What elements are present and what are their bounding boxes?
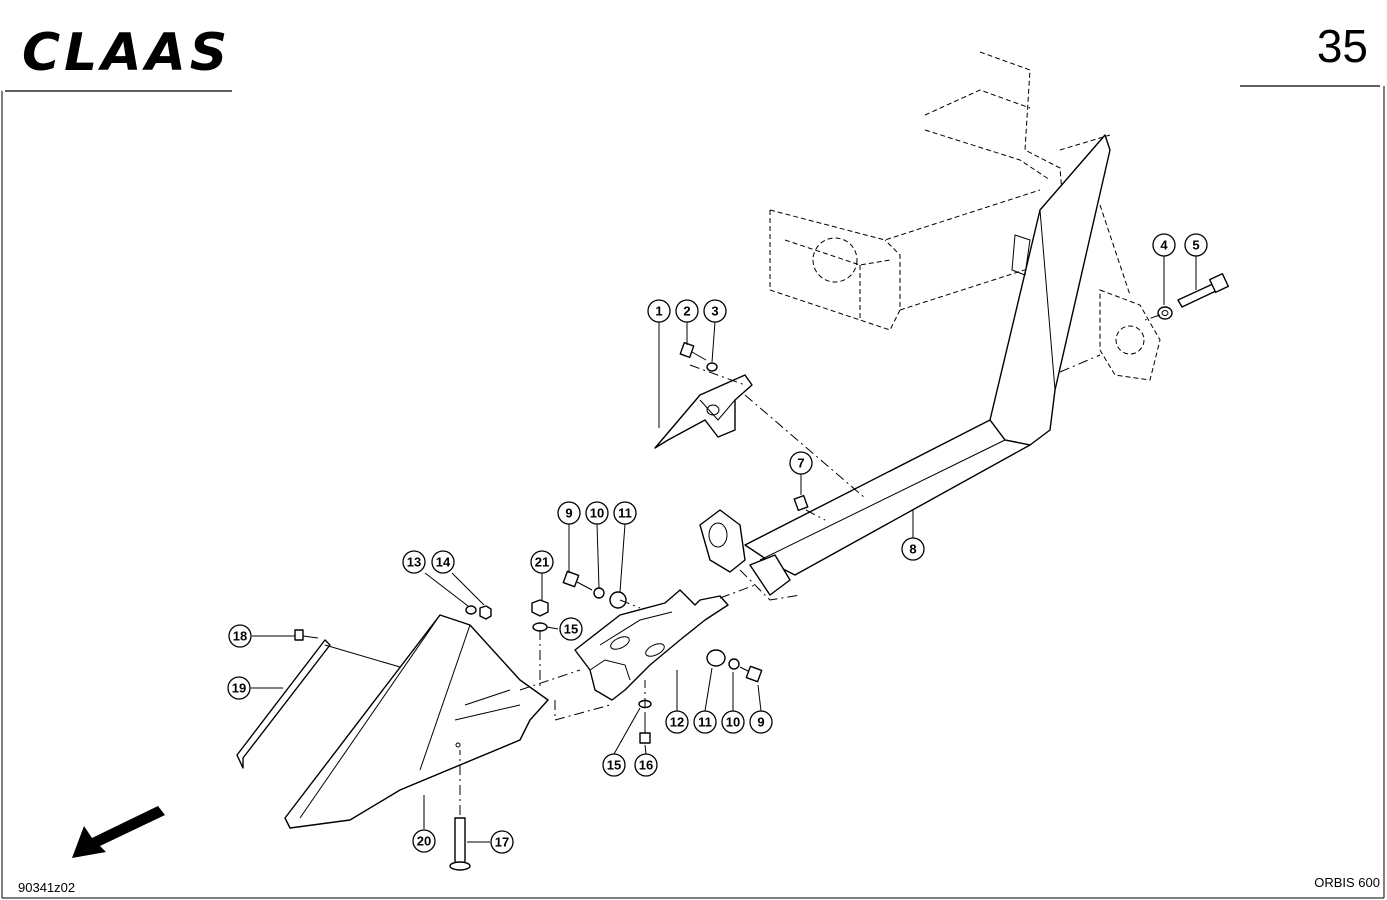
washer-10-left bbox=[593, 587, 605, 599]
callout-4: 4 bbox=[1152, 233, 1176, 257]
frame-structure-dashed bbox=[769, 51, 1161, 381]
svg-text:3: 3 bbox=[711, 304, 718, 319]
callout-19: 19 bbox=[227, 676, 251, 700]
callout-14: 14 bbox=[431, 550, 455, 574]
svg-text:5: 5 bbox=[1192, 238, 1199, 253]
svg-text:8: 8 bbox=[909, 542, 916, 557]
svg-text:11: 11 bbox=[618, 506, 632, 521]
callout-15-lower: 15 bbox=[602, 753, 626, 777]
callout-9-upper: 9 bbox=[557, 501, 581, 525]
lower-bracket-part bbox=[574, 589, 729, 701]
washer-13 bbox=[465, 605, 477, 615]
svg-text:18: 18 bbox=[233, 629, 247, 644]
arrow-down-left-icon bbox=[72, 806, 165, 858]
pin-7 bbox=[793, 494, 809, 512]
leader-lines bbox=[251, 256, 1197, 843]
svg-text:14: 14 bbox=[436, 555, 451, 570]
main-arm-part bbox=[699, 134, 1111, 596]
callout-10-lower: 10 bbox=[721, 710, 745, 734]
upper-bracket-part bbox=[654, 374, 753, 449]
bolt-2 bbox=[679, 341, 707, 361]
svg-text:9: 9 bbox=[565, 506, 572, 521]
svg-text:17: 17 bbox=[495, 835, 509, 850]
svg-text:7: 7 bbox=[797, 456, 804, 471]
washer-10-right bbox=[728, 658, 740, 670]
svg-text:4: 4 bbox=[1160, 238, 1168, 253]
callout-21: 21 bbox=[530, 550, 554, 574]
svg-text:13: 13 bbox=[407, 555, 421, 570]
bushing-11-left bbox=[609, 591, 627, 609]
bushing-11-right bbox=[706, 649, 726, 667]
svg-text:20: 20 bbox=[417, 834, 431, 849]
page-number: 35 bbox=[1317, 20, 1368, 72]
svg-text:19: 19 bbox=[232, 681, 246, 696]
callout-13: 13 bbox=[402, 550, 426, 574]
cone-divider-part bbox=[284, 614, 549, 829]
callout-20: 20 bbox=[412, 829, 436, 853]
callout-8: 8 bbox=[901, 537, 925, 561]
callout-7: 7 bbox=[789, 451, 813, 475]
callout-10-upper: 10 bbox=[585, 501, 609, 525]
callout-11-lower: 11 bbox=[693, 710, 717, 734]
drawing-code: 90341z02 bbox=[18, 880, 75, 895]
svg-text:1: 1 bbox=[655, 304, 662, 319]
svg-text:21: 21 bbox=[535, 555, 549, 570]
callout-12: 12 bbox=[665, 710, 689, 734]
callout-18: 18 bbox=[228, 624, 252, 648]
callout-5: 5 bbox=[1184, 233, 1208, 257]
callout-3: 3 bbox=[703, 299, 727, 323]
bolt-16 bbox=[639, 712, 651, 744]
model-name: ORBIS 600 bbox=[1314, 875, 1380, 890]
svg-text:2: 2 bbox=[683, 304, 690, 319]
washer-4 bbox=[1157, 306, 1173, 320]
callout-11-upper: 11 bbox=[613, 501, 637, 525]
svg-text:16: 16 bbox=[639, 758, 653, 773]
svg-text:12: 12 bbox=[670, 715, 684, 730]
bolt-17 bbox=[449, 817, 471, 871]
strip-19 bbox=[236, 639, 331, 769]
svg-text:10: 10 bbox=[590, 506, 604, 521]
callout-16: 16 bbox=[634, 753, 658, 777]
callout-1: 1 bbox=[647, 299, 671, 323]
washer-3 bbox=[706, 362, 718, 372]
bolt-5 bbox=[1177, 272, 1230, 308]
bolt-18 bbox=[294, 629, 319, 641]
svg-text:10: 10 bbox=[726, 715, 740, 730]
nut-21 bbox=[531, 599, 549, 617]
bolt-9-right bbox=[739, 665, 763, 683]
nut-14 bbox=[479, 605, 492, 620]
svg-text:15: 15 bbox=[564, 622, 578, 637]
svg-text:11: 11 bbox=[698, 715, 712, 730]
callout-17: 17 bbox=[490, 830, 514, 854]
brand-logo: CLAAS bbox=[22, 23, 231, 83]
svg-text:15: 15 bbox=[607, 758, 621, 773]
bolt-9-left bbox=[562, 570, 593, 591]
washer-15-upper bbox=[532, 622, 548, 632]
assembly-lines bbox=[459, 314, 1161, 815]
callout-15-upper: 15 bbox=[559, 617, 583, 641]
svg-text:9: 9 bbox=[757, 715, 764, 730]
callout-2: 2 bbox=[675, 299, 699, 323]
callout-9-lower: 9 bbox=[749, 710, 773, 734]
